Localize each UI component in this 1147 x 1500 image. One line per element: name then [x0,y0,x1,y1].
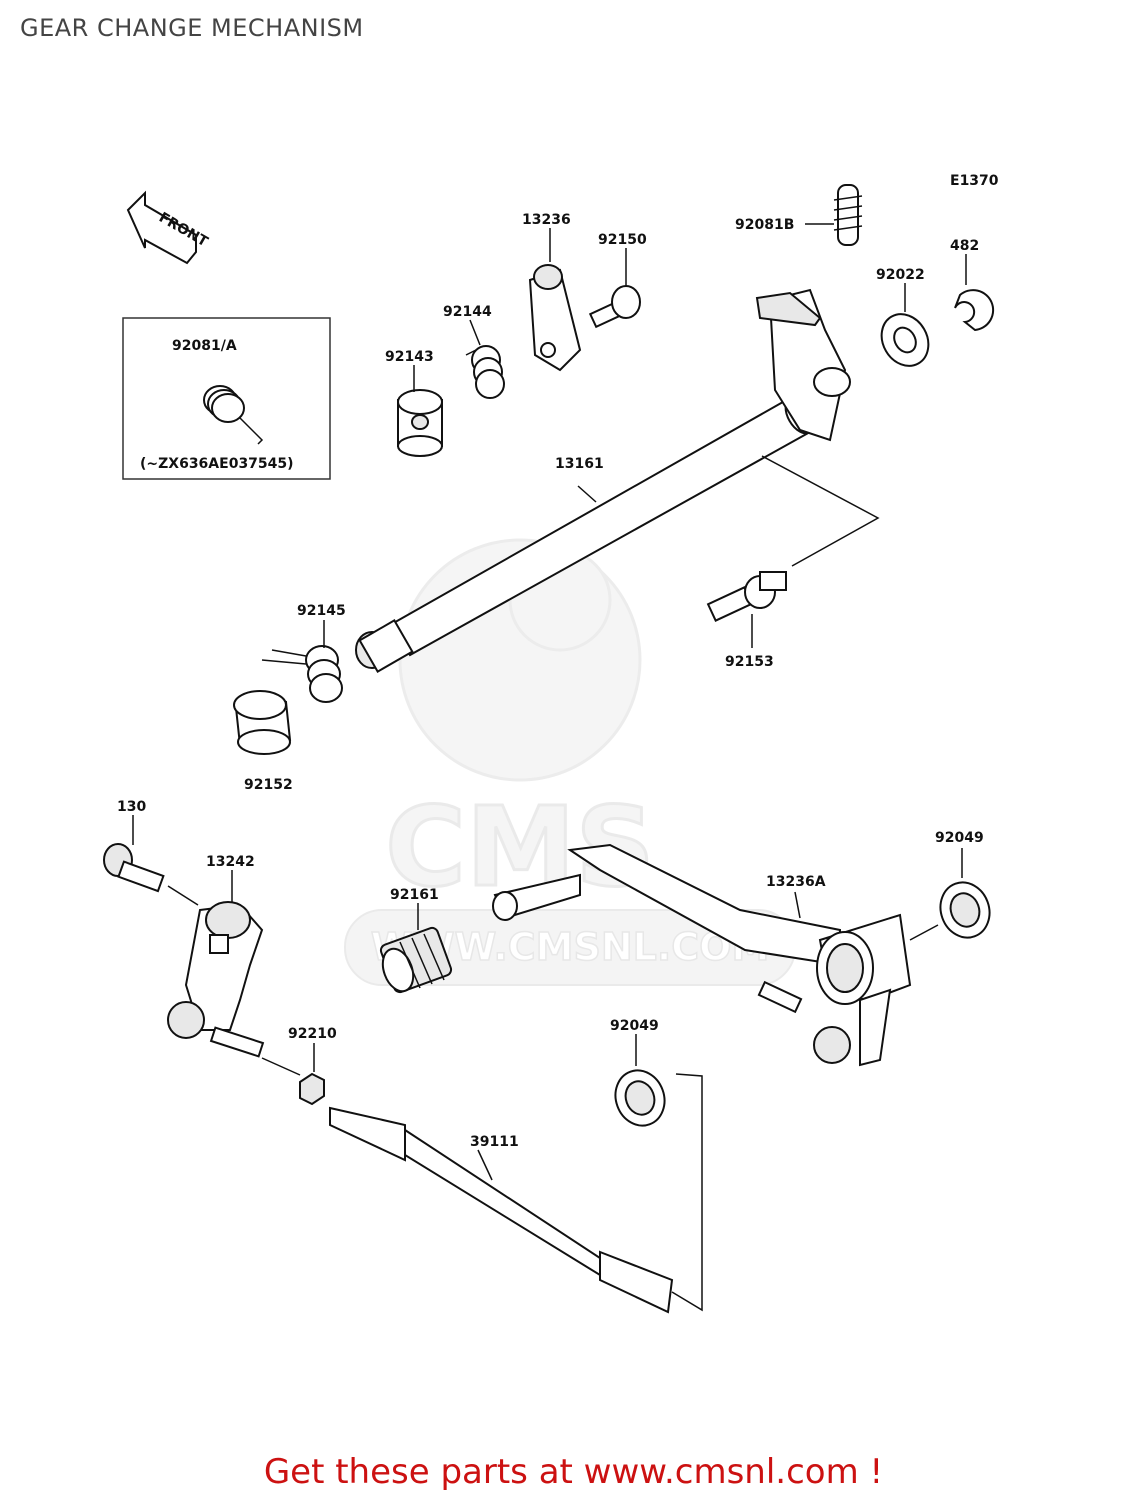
diagram-code: E1370 [950,173,999,189]
collar-92152 [233,690,292,755]
pin-bolt-92153 [706,571,787,622]
inset-note: (~ZX636AE037545) [140,456,294,472]
part-label-13236a[interactable]: 13236A [766,874,826,890]
spring-92145 [261,645,343,703]
part-label-13242[interactable]: 13242 [206,854,255,870]
shift-pedal-13236a [492,843,912,1067]
collar-92143 [397,389,443,457]
part-label-92081b[interactable]: 92081B [735,217,794,233]
part-label-92143[interactable]: 92143 [385,349,434,365]
part-label-92152[interactable]: 92152 [244,777,293,793]
footer-link[interactable]: Get these parts at www.cmsnl.com ! [263,1452,884,1492]
part-label-92049-left[interactable]: 92049 [610,1018,659,1034]
shift-arm-13236 [528,264,582,372]
part-label-92150[interactable]: 92150 [598,232,647,248]
nut-92210 [299,1072,325,1106]
front-arrow-icon: FRONT [126,190,211,265]
oil-seal-92049-right [939,881,991,939]
shift-shaft [355,288,851,673]
part-label-92022[interactable]: 92022 [876,267,925,283]
part-label-92049-right[interactable]: 92049 [935,830,984,846]
part-label-92161[interactable]: 92161 [390,887,439,903]
page-title: GEAR CHANGE MECHANISM [20,14,364,42]
part-label-13236[interactable]: 13236 [522,212,571,228]
torsion-spring-icon [203,385,264,445]
spring-92081b [833,184,863,246]
part-label-130[interactable]: 130 [117,799,146,815]
shift-lever-13242 [167,901,265,1058]
part-label-92144[interactable]: 92144 [443,304,492,320]
oil-seal-92049-left [614,1069,666,1127]
part-label-92210[interactable]: 92210 [288,1026,337,1042]
inset-part-label: 92081/A [172,338,237,354]
part-label-13161[interactable]: 13161 [555,456,604,472]
bolt-92150 [588,285,641,329]
tie-rod-39111 [329,1106,674,1314]
part-label-92153[interactable]: 92153 [725,654,774,670]
part-label-92145[interactable]: 92145 [297,603,346,619]
part-label-482[interactable]: 482 [950,238,979,254]
spring-92144 [465,345,505,399]
part-label-39111[interactable]: 39111 [470,1134,519,1150]
inset-box: 92081/A (~ZX636AE037545) [122,317,331,480]
washer-92022 [880,313,930,367]
circlip-482 [954,289,995,332]
bolt-130 [103,843,165,893]
pedal-rubber-92161 [379,926,453,994]
